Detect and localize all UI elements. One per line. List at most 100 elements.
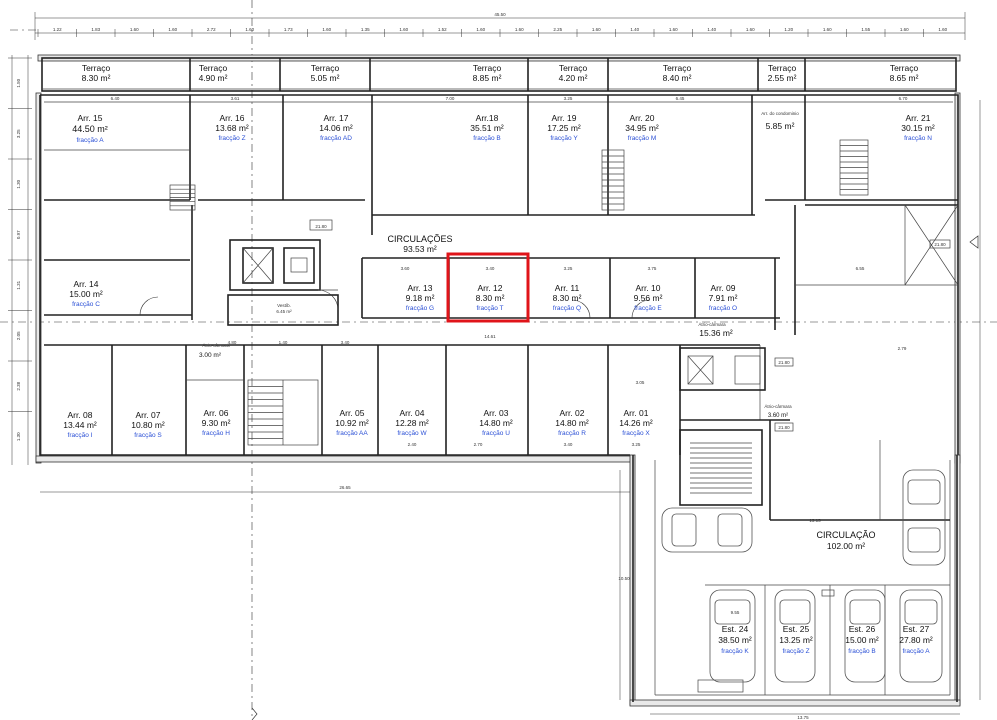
top-dim-value: 1.60 — [746, 27, 755, 32]
terrace-4-name: Terraço — [473, 63, 502, 73]
overall-width-label: 45.50 — [494, 12, 506, 17]
top-dim-value: 2.72 — [207, 27, 216, 32]
space-25-area: 13.25 m² — [779, 635, 813, 645]
left-dim-value: 2.05 — [16, 331, 21, 340]
space-26-fraction: fracção B — [848, 648, 875, 655]
space-25-fraction: fracção Z — [782, 648, 809, 655]
top-dim-value: 1.40 — [630, 27, 639, 32]
terrace-5-area: 4.20 m² — [559, 73, 588, 83]
top-dim-value: 1.60 — [669, 27, 678, 32]
room-17-area: 14.06 m² — [319, 123, 353, 133]
room-02-area: 14.80 m² — [555, 418, 589, 428]
left-dim-value: 0.97 — [16, 230, 21, 239]
room-04-id: Arr. 04 — [399, 408, 424, 418]
left-dim-value: 2.38 — [16, 381, 21, 390]
room-dim-value: 6.55 — [856, 266, 865, 271]
room-dim-value: 3.40 — [486, 266, 495, 271]
room-13-area: 9.18 m² — [406, 293, 435, 303]
room-03-fraction: fracção U — [482, 430, 510, 437]
stair-core: 21.80 — [227, 219, 339, 326]
room-12-id: Arr. 12 — [477, 283, 502, 293]
room-03-id: Arr. 03 — [483, 408, 508, 418]
terrace-labels: Terraço 8.30 m² Terraço 4.90 m² Terraço … — [82, 63, 919, 83]
room-dim-value: 3.60 — [401, 266, 410, 271]
room-dim-value: 3.40 — [564, 442, 573, 447]
top-dim-value: 1.60 — [168, 27, 177, 32]
room-dim-value: 2.70 — [474, 442, 483, 447]
lobby-area: 15.36 m² — [699, 328, 733, 338]
level-mark-4: 21.80 — [778, 425, 790, 430]
section-arrow-icon — [969, 235, 979, 249]
terrace-1-area: 8.30 m² — [82, 73, 111, 83]
terrace-7-area: 2.55 m² — [768, 73, 797, 83]
lift-lower: 21.80 — [679, 347, 794, 391]
stair-mid — [601, 149, 625, 211]
room-dim-value: 9.55 — [731, 610, 740, 615]
circulation-labels: CIRCULAÇÕES 93.53 m² CIRCULAÇÃO 102.00 m… — [199, 111, 876, 551]
top-dim-value: 1.52 — [438, 27, 447, 32]
garage-corridor-label: 13.15 — [809, 518, 821, 523]
terrace-3-area: 5.05 m² — [311, 73, 340, 83]
room-07-id: Arr. 07 — [135, 410, 160, 420]
room-16-area: 13.68 m² — [215, 123, 249, 133]
circulation-garage-title: CIRCULAÇÃO — [816, 530, 875, 540]
room-08-id: Arr. 08 — [67, 410, 92, 420]
room-21-fraction: fracção N — [904, 135, 932, 142]
left-dim-value: 1.30 — [16, 432, 21, 441]
room-09-area: 7.91 m² — [709, 293, 738, 303]
space-27-area: 27.80 m² — [899, 635, 933, 645]
lower-width-label: 26.65 — [339, 485, 351, 490]
room-20-area: 34.95 m² — [625, 123, 659, 133]
room-17-id: Arr. 17 — [323, 113, 348, 123]
top-dim-value: 2.25 — [553, 27, 562, 32]
room-11-area: 8.30 m² — [553, 293, 582, 303]
room-10-fraction: fracção E — [634, 305, 662, 312]
top-dim-value: 1.60 — [938, 27, 947, 32]
main-building-outline — [35, 92, 961, 464]
left-dim-value: 3.25 — [16, 129, 21, 138]
room-11-id: Arr. 11 — [555, 283, 580, 293]
top-dim-value: 1.60 — [515, 27, 524, 32]
room-15-area: 44.50 m² — [72, 124, 108, 134]
left-dim-value: 1.30 — [16, 179, 21, 188]
room-09-fraction: fracção O — [709, 305, 737, 312]
room-15-fraction: fracção A — [76, 137, 104, 144]
terrace-2-name: Terraço — [199, 63, 228, 73]
level-mark-3: 21.80 — [778, 360, 790, 365]
section-marker-icon — [251, 707, 258, 720]
circulation-garage-area: 102.00 m² — [827, 541, 865, 551]
room-10-id: Arr. 10 — [635, 283, 660, 293]
room-19-id: Arr. 19 — [551, 113, 576, 123]
terrace-8-area: 8.65 m² — [890, 73, 919, 83]
room-02-id: Arr. 02 — [559, 408, 584, 418]
top-dim-value: 1.35 — [361, 27, 370, 32]
lobby-label: Átrio-cârmara — [698, 321, 726, 327]
room-08-fraction: fracção I — [68, 432, 93, 439]
stair-lower — [247, 379, 319, 446]
top-dim-value: 1.20 — [784, 27, 793, 32]
terrace-6-name: Terraço — [663, 63, 692, 73]
corridor-length-label: 14.61 — [484, 334, 496, 339]
level-mark-1: 21.80 — [315, 224, 327, 229]
circulation-upper-area: 93.53 m² — [403, 244, 437, 254]
terrace-5-name: Terraço — [559, 63, 588, 73]
top-dim-value: 1.60 — [900, 27, 909, 32]
room-07-area: 10.80 m² — [131, 420, 165, 430]
garage-cars — [661, 469, 946, 683]
room-10-area: 9.56 m² — [634, 293, 663, 303]
top-dim-value: 1.60 — [130, 27, 139, 32]
upper-row-walls — [44, 95, 958, 320]
room-15-id: Arr. 15 — [77, 113, 102, 123]
highlight-box — [446, 252, 530, 323]
room-dim-value: 6.45 — [676, 96, 685, 101]
room-14-id: Arr. 14 — [73, 279, 98, 289]
room-20-id: Arr. 20 — [629, 113, 654, 123]
room-11-fraction: fracção Q — [553, 305, 581, 312]
wc-area: 6.45 m² — [276, 309, 292, 314]
room-02-fraction: fracção R — [558, 430, 586, 437]
room-dim-value: 1.40 — [279, 340, 288, 345]
room-dim-value: 3.75 — [648, 266, 657, 271]
room-dim-value: 3.05 — [636, 380, 645, 385]
